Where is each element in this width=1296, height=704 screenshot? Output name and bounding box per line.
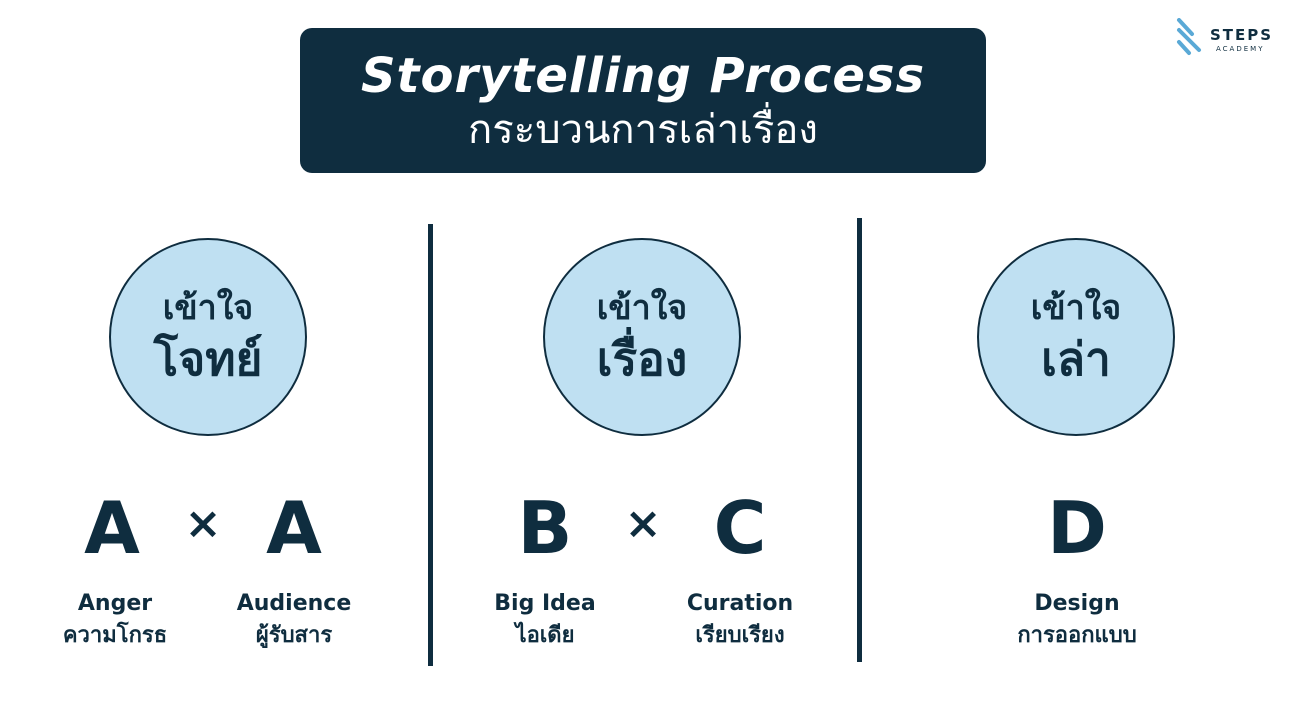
steps-academy-logo: STEPS ACADEMY [1176,18,1276,58]
circle-top-text: เข้าใจ [596,288,688,328]
term-th: การออกแบบ [1017,623,1137,648]
times-symbol: × [184,498,222,549]
circle-top-text: เข้าใจ [1030,288,1122,328]
circle-understand-story: เข้าใจ เรื่อง [543,238,741,436]
letter-a-anger: A [84,486,140,570]
term-th: ไอเดีย [515,623,575,648]
term-en: Design [1034,591,1120,616]
term-anger: Anger ความโกรธ [25,588,205,652]
term-audience: Audience ผู้รับสาร [204,588,384,652]
circle-main-text: โจทย์ [153,332,263,386]
divider-left [428,224,433,666]
term-curation: Curation เรียบเรียง [650,588,830,652]
steps-slash-icon [1177,18,1201,55]
circle-main-text: เล่า [1041,332,1111,386]
title-banner: Storytelling Process กระบวนการเล่าเรื่อง [300,28,986,173]
term-big-idea: Big Idea ไอเดีย [455,588,635,652]
circle-top-text: เข้าใจ [162,288,254,328]
term-en: Audience [236,591,352,616]
circle-understand-telling: เข้าใจ เล่า [977,238,1175,436]
circle-understand-brief: เข้าใจ โจทย์ [109,238,307,436]
logo-name: STEPS [1210,26,1274,44]
term-design: Design การออกแบบ [987,588,1167,652]
times-symbol: × [624,498,662,549]
term-th: ความโกรธ [62,623,168,648]
circle-main-text: เรื่อง [596,332,688,386]
title-thai: กระบวนการเล่าเรื่อง [468,106,818,153]
letter-c-curation: C [713,486,767,570]
term-th: ผู้รับสาร [255,623,333,648]
divider-right [857,218,862,662]
term-en: Big Idea [494,591,596,616]
title-english: Storytelling Process [360,47,926,104]
term-en: Anger [77,591,153,616]
term-en: Curation [686,591,794,616]
letter-d-design: D [1047,486,1107,570]
logo-subtitle: ACADEMY [1216,45,1265,53]
letter-b-big-idea: B [517,486,573,570]
term-th: เรียบเรียง [695,623,785,648]
letter-a-audience: A [266,486,322,570]
